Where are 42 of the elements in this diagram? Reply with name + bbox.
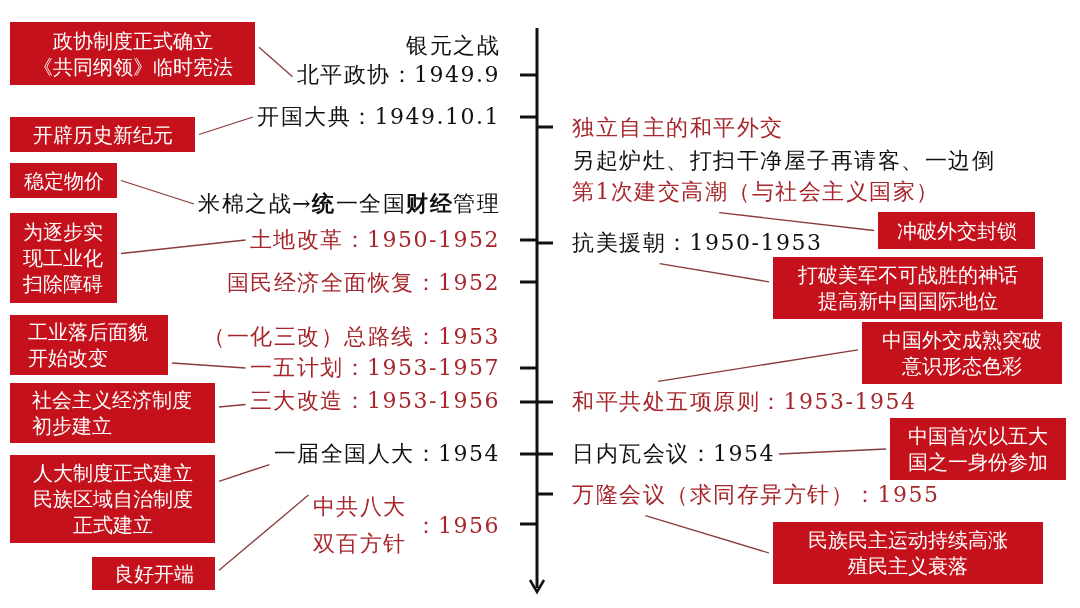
timeline-event: 米棉之战→统一全国财经管理 bbox=[198, 186, 500, 222]
leader-line bbox=[198, 116, 254, 136]
note-box: 开辟历史新纪元 bbox=[10, 117, 195, 152]
leader-line bbox=[120, 179, 195, 205]
note-box: 稳定物价 bbox=[10, 163, 117, 198]
leader-line bbox=[659, 262, 770, 283]
timeline-event: 日内瓦会议：1954 bbox=[572, 436, 775, 472]
leader-line bbox=[120, 239, 247, 255]
note-box: 打破美军不可战胜的神话提高新中国国际地位 bbox=[773, 257, 1043, 319]
note-box: 中国外交成熟突破意识形态色彩 bbox=[862, 322, 1062, 384]
note-box: 政协制度正式确立《共同纲领》临时宪法 bbox=[10, 22, 255, 85]
leader-line bbox=[718, 211, 875, 232]
timeline-event: 开国大典：1949.10.1 bbox=[257, 99, 500, 135]
note-box: 为逐步实现工业化扫除障碍 bbox=[10, 213, 117, 303]
timeline-note: 另起炉灶、打扫干净屋子再请客、一边倒 bbox=[572, 146, 995, 175]
note-box: 良好开端 bbox=[92, 557, 215, 590]
leader-line bbox=[258, 46, 294, 78]
note-box: 人大制度正式建立民族区域自治制度正式建立 bbox=[10, 455, 215, 543]
note-box: 民族民主运动持续高涨殖民主义衰落 bbox=[773, 522, 1043, 584]
timeline-note: 国民经济全面恢复：1952 bbox=[226, 268, 500, 297]
timeline-note: 独立自主的和平外交 bbox=[572, 113, 784, 142]
note-box: 中国首次以五大国之一身份参加 bbox=[890, 418, 1066, 480]
leader-line bbox=[218, 494, 310, 571]
timeline-event: 第1次建交高潮（与社会主义国家） bbox=[572, 174, 940, 210]
leader-line bbox=[218, 463, 271, 483]
timeline-event: 三大改造：1953-1956 bbox=[249, 383, 500, 419]
timeline-event: 北平政协：1949.9 bbox=[296, 57, 500, 93]
leader-line bbox=[218, 403, 247, 408]
timeline-event: 和平共处五项原则：1953-1954 bbox=[572, 384, 917, 420]
timeline-event: 一五计划：1953-1957 bbox=[249, 350, 500, 386]
timeline-event: 土地改革：1950-1952 bbox=[249, 222, 500, 258]
timeline-event: 一届全国人大：1954 bbox=[273, 436, 500, 472]
note-box: 工业落后面貌开始改变 bbox=[10, 315, 168, 375]
leader-line bbox=[778, 448, 887, 455]
leader-line bbox=[644, 514, 770, 554]
timeline-event: 万隆会议（求同存异方针）：1955 bbox=[572, 477, 940, 513]
timeline-note: 银元之战 bbox=[406, 31, 500, 60]
note-box: 社会主义经济制度初步建立 bbox=[10, 383, 215, 443]
note-box: 冲破外交封锁 bbox=[878, 212, 1035, 249]
leader-line bbox=[657, 349, 859, 383]
timeline-note: （一化三改）总路线：1953 bbox=[203, 322, 500, 351]
leader-line bbox=[171, 362, 247, 369]
